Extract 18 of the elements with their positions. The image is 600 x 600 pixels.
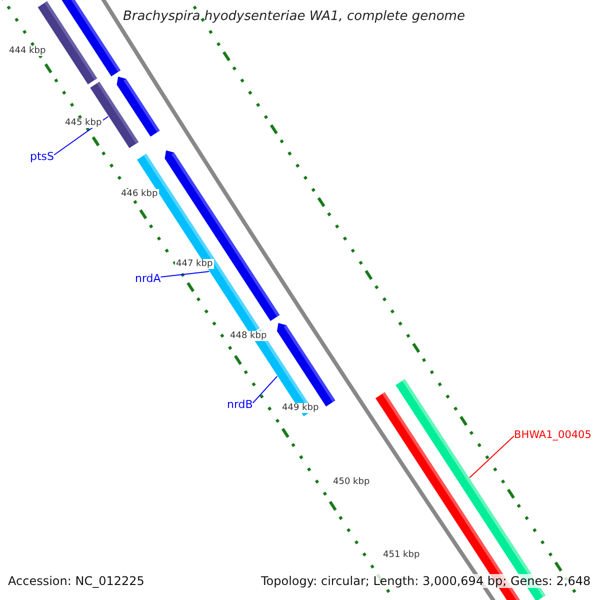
tick-label: 451 kbp: [382, 550, 421, 560]
tick-label: 446 kbp: [120, 189, 159, 199]
title: Brachyspira hyodysenteriae WA1, complete genome: [123, 9, 465, 24]
genome-stats: Topology: circular; Length: 3,000,694 bp; Genes: 2,648: [261, 574, 591, 588]
gene-name: BHWA1_00405: [514, 429, 592, 441]
leader-line: [160, 271, 210, 278]
tick-label: 445 kbp: [64, 118, 103, 128]
tick-label: 447 kbp: [175, 259, 214, 269]
gene-name: nrdB: [227, 398, 253, 411]
tick-label: 450 kbp: [332, 477, 371, 487]
tick-label: 449 kbp: [281, 403, 320, 413]
tick-label: 448 kbp: [229, 331, 268, 341]
tick-label: 444 kbp: [8, 46, 47, 56]
accession-note: Accession: NC_012225: [8, 574, 144, 588]
leader-line: [252, 376, 278, 404]
gene-name: ptsS: [30, 150, 54, 163]
leader-line: [469, 436, 514, 478]
gene-name: nrdA: [135, 272, 161, 285]
